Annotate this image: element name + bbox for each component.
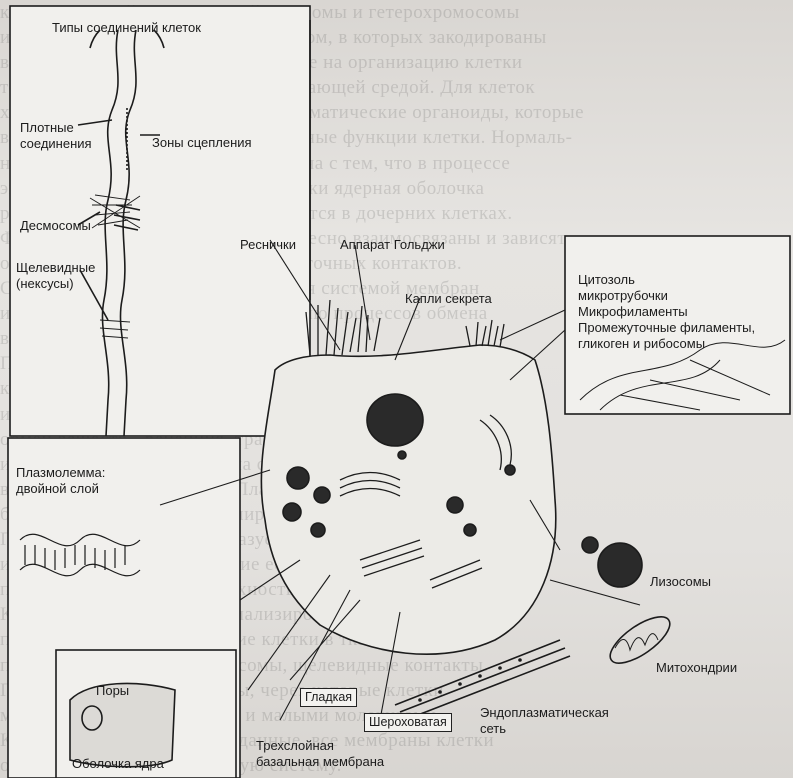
label-tight-junctions: Плотные соединения <box>20 120 92 152</box>
label-adhesion-zones: Зоны сцепления <box>152 135 252 151</box>
label-rough-er: Шероховатая <box>364 713 452 732</box>
lysosome-large <box>598 543 642 587</box>
label-plasmalemma: Плазмолемма: двойной слой <box>16 465 105 497</box>
label-secretion-drops: Капли секрета <box>405 291 492 307</box>
label-gap-junctions: Щелевидные (нексусы) <box>16 260 95 292</box>
label-junction-types: Типы соединений клеток <box>52 20 201 36</box>
label-basal-membrane: Трехслойная базальная мембрана <box>256 738 384 770</box>
label-pores: Поры <box>96 683 129 699</box>
label-desmosomes: Десмосомы <box>20 218 91 234</box>
label-er: Эндоплазматическая сеть <box>480 705 609 737</box>
label-cytoskeleton: Цитозоль микротрубочки Микрофиламенты Пр… <box>578 272 755 352</box>
label-golgi: Аппарат Гольджи <box>340 237 445 253</box>
label-mitochondria: Митохондрии <box>656 660 737 676</box>
nucleolus <box>367 394 423 446</box>
cell-outline <box>261 345 555 654</box>
lysosome-small <box>582 537 598 553</box>
label-cilia: Реснички <box>240 237 296 253</box>
label-smooth-er: Гладкая <box>300 688 357 707</box>
label-nuclear-envelope: Оболочка ядра <box>72 756 164 772</box>
label-lysosomes: Лизосомы <box>650 574 711 590</box>
mitochondrion-cristae <box>615 634 658 650</box>
